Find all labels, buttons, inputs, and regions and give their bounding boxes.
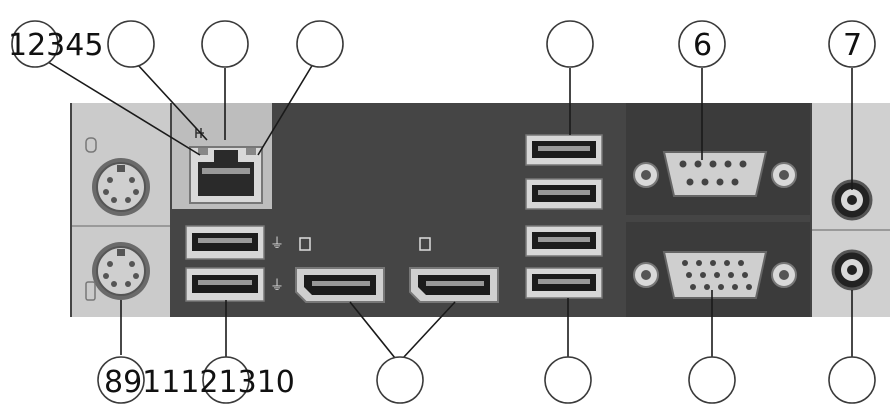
displayport-icon xyxy=(299,237,311,251)
callout-circles-top xyxy=(11,20,876,68)
callout-label-6: 6 xyxy=(693,28,712,63)
usb-port-right-3 xyxy=(525,225,603,257)
usb-port-left-top xyxy=(185,225,265,260)
vga-port xyxy=(633,251,797,299)
usb-port-right-1 xyxy=(525,134,603,166)
leader-lines xyxy=(47,61,853,359)
mouse-icon xyxy=(85,137,97,153)
usb-icon: ⏚ xyxy=(270,278,284,294)
displayport-icon xyxy=(419,237,431,251)
callout-circles-bottom xyxy=(97,356,876,404)
displayport-right xyxy=(409,267,499,303)
ps2-keyboard-port xyxy=(92,242,150,300)
audio-line-in-jack xyxy=(831,249,873,291)
callout-label-7: 7 xyxy=(843,28,862,63)
usb-port-left-bottom xyxy=(185,267,265,302)
callout-label-12345: 12345 xyxy=(8,28,103,63)
usb-port-right-4 xyxy=(525,267,603,299)
ethernet-port xyxy=(189,146,263,204)
displayport-left xyxy=(295,267,385,303)
audio-line-out-jack xyxy=(831,179,873,221)
callout-label-8911121310: 8911121310 xyxy=(104,365,295,400)
serial-port xyxy=(633,151,797,197)
usb-icon: ⏚ xyxy=(270,236,284,252)
usb-port-right-2 xyxy=(525,178,603,210)
keyboard-icon xyxy=(85,281,96,301)
ps2-mouse-port xyxy=(92,158,150,216)
